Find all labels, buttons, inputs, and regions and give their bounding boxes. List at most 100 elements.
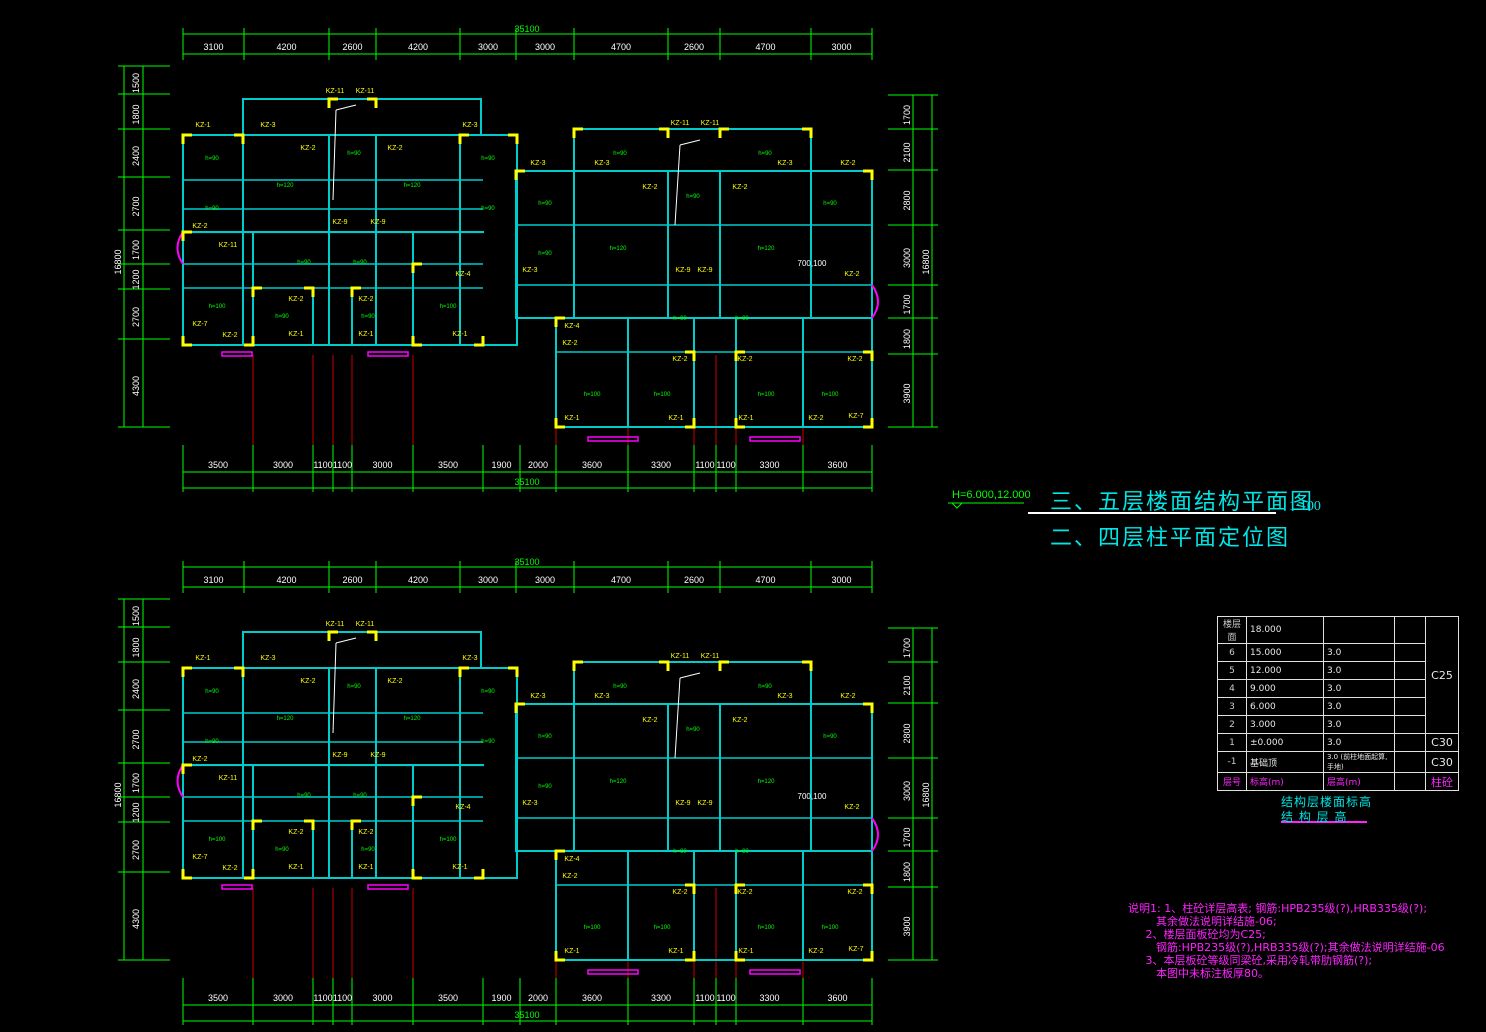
dimension-text-right: 2800 (902, 723, 912, 743)
table-cell-concrete-grade: C25 (1425, 616, 1459, 734)
table-cell: 基础顶 (1246, 751, 1324, 773)
wall-outline (555, 850, 873, 961)
column-label: KZ-1 (358, 331, 373, 338)
dimension-text-bottom: 3600 (582, 460, 602, 470)
dimension-text-bottom: 3500 (208, 993, 228, 1003)
column-label: KZ-9 (675, 800, 690, 807)
table-cell: 3.000 (1246, 715, 1324, 734)
column-label: KZ-2 (288, 829, 303, 836)
stair-diagonal (335, 104, 357, 111)
column-label: KZ-2 (737, 356, 752, 363)
column-label: KZ-2 (737, 889, 752, 896)
slab-thickness-label: h=90 (353, 793, 367, 799)
dimension-text-right: 3000 (902, 248, 912, 268)
dimension-text-top: 2600 (684, 575, 704, 585)
column-mark (508, 133, 519, 144)
column-mark (304, 286, 315, 297)
column-mark (554, 316, 565, 327)
dimension-text-bottom: 3300 (759, 460, 779, 470)
dimension-text-bottom: 3500 (438, 993, 458, 1003)
slab-thickness-label: h=100 (654, 925, 672, 931)
slab-thickness-label: h=120 (610, 246, 628, 252)
column-mark (863, 883, 874, 894)
drawing-notes: 说明1: 1、柱砼详层高表; 钢筋:HPB235级(?),HRB335级(?);… (1128, 902, 1445, 980)
column-mark (458, 133, 469, 144)
dimension-text-bottom: 3600 (827, 460, 847, 470)
slab-thickness-label: h=100 (440, 304, 458, 310)
column-label: KZ-2 (562, 873, 577, 880)
stair-diagonal (332, 109, 337, 201)
window-mark (367, 351, 409, 357)
column-label: KZ-1 (564, 415, 579, 422)
dimension-text-left: 4300 (131, 909, 141, 929)
dimension-text-right: 3000 (902, 781, 912, 801)
slab-thickness-label: h=90 (613, 684, 627, 690)
slab-thickness-label: h=90 (538, 734, 552, 740)
slab-thickness-label: h=90 (347, 684, 361, 690)
dimension-text-right: 2100 (902, 142, 912, 162)
column-label: KZ-11 (326, 621, 345, 628)
slab-thickness-label: h=90 (823, 201, 837, 207)
dimension-text-right: 1700 (902, 827, 912, 847)
column-mark (514, 169, 525, 180)
wall-outline (242, 631, 482, 669)
dimension-text-bottom: 1100 (333, 993, 352, 1003)
column-label: KZ-3 (260, 655, 275, 662)
column-label: KZ-11 (671, 120, 690, 127)
bay-window-arc (871, 817, 879, 852)
column-label: KZ-3 (530, 693, 545, 700)
column-mark (411, 795, 422, 806)
column-label: KZ-1 (452, 331, 467, 338)
slab-thickness-label: h=90 (673, 849, 687, 855)
slab-thickness-label: h=100 (440, 837, 458, 843)
slab-thickness-label: h=90 (481, 689, 495, 695)
table-cell: ±0.000 (1246, 733, 1324, 752)
column-mark (863, 418, 874, 429)
dimension-text-bottom: 3600 (582, 993, 602, 1003)
column-label: KZ-11 (701, 653, 720, 660)
window-mark (749, 436, 801, 442)
elevation-arrow (951, 502, 963, 509)
column-label: KZ-3 (462, 655, 477, 662)
table-cell (1394, 679, 1426, 698)
dimension-text-right: 2100 (902, 675, 912, 695)
column-label: KZ-1 (358, 864, 373, 871)
table-cell: 1 (1217, 733, 1247, 752)
column-label: KZ-2 (808, 415, 823, 422)
column-mark (734, 418, 745, 429)
column-label: KZ-3 (522, 267, 537, 274)
dimension-text-left: 2700 (131, 307, 141, 327)
column-mark (411, 336, 422, 347)
column-label: KZ-2 (358, 296, 373, 303)
dimension-text-right: 1800 (902, 329, 912, 349)
column-label: KZ-2 (840, 693, 855, 700)
column-mark (327, 97, 338, 108)
dimension-text-top: 4200 (276, 575, 296, 585)
slab-thickness-label: h=90 (205, 156, 219, 162)
column-mark (734, 951, 745, 962)
table-cell (1394, 661, 1426, 680)
slab-thickness-label: h=100 (822, 392, 840, 398)
slab-thickness-label: h=100 (209, 837, 227, 843)
column-label: KZ-3 (522, 800, 537, 807)
slab-thickness-label: h=100 (822, 925, 840, 931)
column-label: KZ-1 (288, 331, 303, 338)
column-mark (734, 350, 745, 361)
slab-thickness-label: h=90 (538, 251, 552, 257)
bay-window-arc (176, 764, 184, 798)
dimension-text-bottom: 1100 (716, 460, 735, 470)
table-cell (1394, 643, 1426, 662)
dimension-total-right: 16800 (921, 782, 931, 807)
wall-outline (242, 98, 482, 136)
dimension-text-left: 1700 (131, 773, 141, 793)
dimension-text-bottom: 2000 (528, 993, 548, 1003)
dimension-text-bottom: 1900 (491, 460, 511, 470)
column-label: KZ-2 (732, 184, 747, 191)
slab-thickness-label: h=90 (823, 734, 837, 740)
column-label: KZ-2 (192, 223, 207, 230)
column-label: KZ-2 (300, 678, 315, 685)
